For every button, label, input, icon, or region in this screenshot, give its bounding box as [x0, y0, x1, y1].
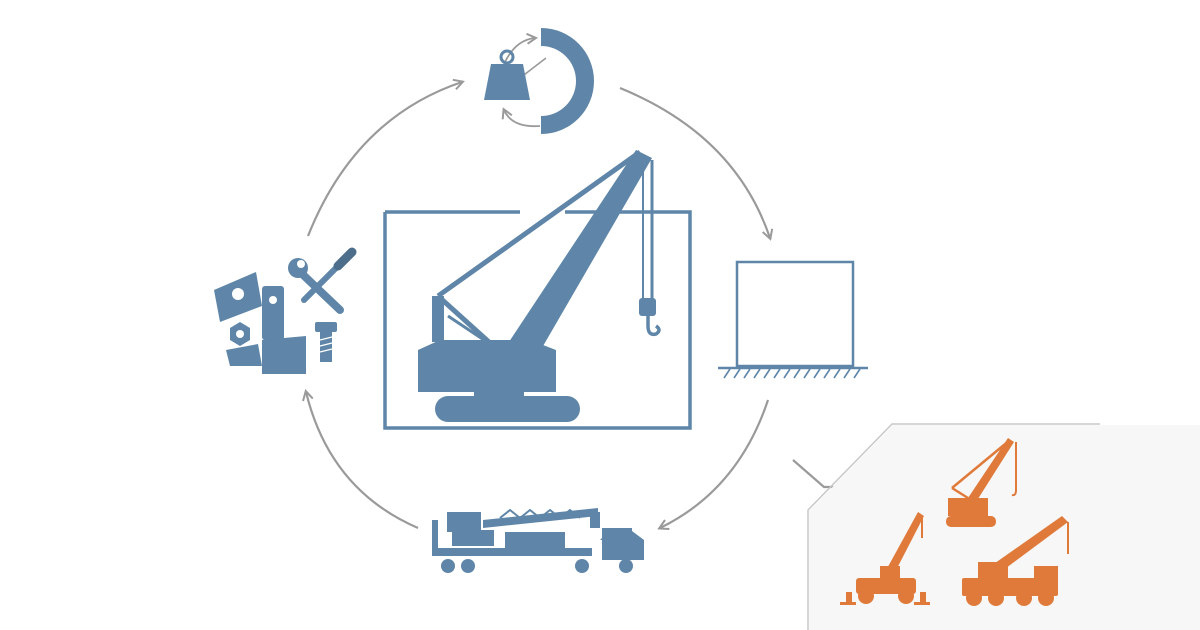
wrench-icon: [288, 258, 344, 314]
orange-truck-crane-icon: [962, 516, 1069, 606]
parts-and-tools-icon: [214, 247, 357, 374]
curved-arrow-icon: [504, 110, 541, 128]
screwdriver-icon: [301, 247, 357, 303]
arrow-right-to-bottom: [660, 399, 770, 528]
weight-gauge-icon: [484, 28, 594, 134]
orange-crawler-crane-icon: [946, 438, 1017, 527]
curved-arrow-icon: [503, 38, 535, 65]
crawler-crane-icon: [383, 149, 692, 430]
square-foundation-icon: [718, 260, 868, 379]
inset-panel: [807, 423, 1200, 630]
arrow-left-to-top: [306, 82, 462, 237]
arrow-top-to-right: [619, 86, 770, 238]
crane-on-trailer-truck-icon: [432, 508, 644, 573]
cycle-arrows: [306, 82, 896, 528]
arrow-bottom-to-left: [306, 392, 419, 530]
orange-rough-terrain-crane-icon: [840, 512, 930, 605]
